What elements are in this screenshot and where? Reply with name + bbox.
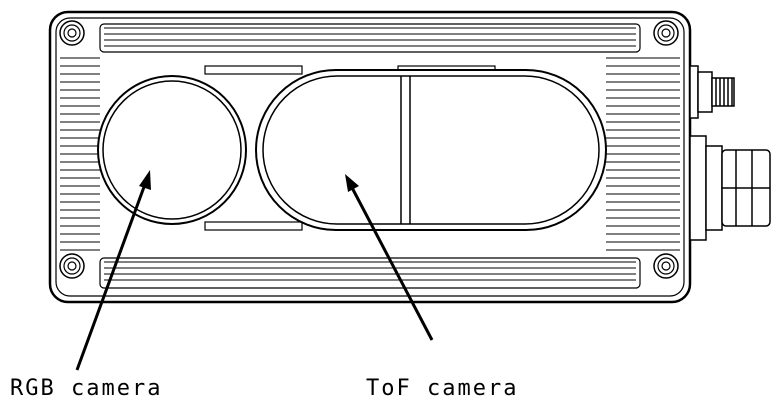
small-connector [689,65,735,119]
screw-top-right [653,20,679,46]
rgb-callout-arrow [75,170,151,371]
slot-bottom-left [204,221,303,231]
top-slot [99,23,641,53]
rgb-window-inner [102,80,242,220]
large-connector [689,135,771,241]
screw-bottom-right [653,253,679,279]
housing-inner-outline [55,17,685,297]
rgb-camera-label: RGB camera [10,376,163,401]
tof-callout-arrow [345,174,434,341]
tof-window-inner [262,75,600,225]
screw-bottom-left [59,253,85,279]
heat-sink-fins [60,27,680,281]
tof-camera-label: ToF camera [366,376,519,401]
slot-top-left [204,65,303,75]
bottom-slot [99,257,641,289]
screw-top-left [59,20,85,46]
